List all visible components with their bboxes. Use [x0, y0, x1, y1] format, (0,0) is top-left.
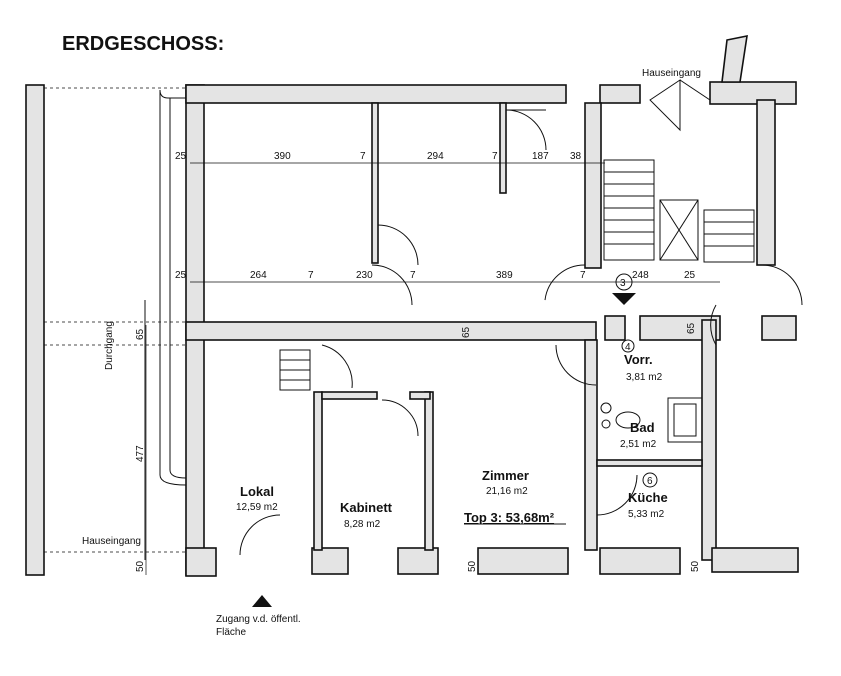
dim-row2-1: 264	[250, 270, 267, 281]
dim-row1-6: 38	[570, 151, 582, 162]
room-vorr-name: Vorr.	[624, 352, 653, 367]
dim-row2-7: 248	[632, 270, 649, 281]
room-zimmer-area: 21,16 m2	[486, 486, 528, 497]
dim-row2-2: 7	[308, 270, 314, 281]
durchgang-lines	[44, 87, 187, 560]
dim-vert-1: 477	[135, 445, 146, 462]
room-kabinett-area: 8,28 m2	[344, 519, 381, 530]
dim-row2-4: 7	[410, 270, 416, 281]
lokal-steps	[279, 349, 311, 391]
dim-row1-2: 7	[360, 151, 366, 162]
room-lokal-name: Lokal	[240, 484, 274, 499]
room-vorr-number-circle	[621, 339, 635, 353]
dim-bottom-50b: 50	[690, 560, 701, 572]
access-arrow-icon	[252, 595, 272, 607]
room-kueche-name: Küche	[628, 490, 668, 505]
room-zimmer-name: Zimmer	[482, 468, 529, 483]
room-vorr-area: 3,81 m2	[626, 372, 663, 383]
marker-number: 3	[620, 278, 626, 289]
bathroom-fixtures	[600, 397, 703, 443]
room-kabinett-name: Kabinett	[340, 500, 393, 515]
dimension-labels: 25 390 7 294 7 187 38 25 264 7 230 7 389…	[135, 151, 701, 572]
dim-vert-0: 65	[135, 328, 146, 340]
doors	[239, 79, 803, 556]
label-zugang-1: Zugang v.d. öffentl.	[216, 614, 301, 625]
dim-bottom-50a: 50	[467, 560, 478, 572]
entrance-arrow-icon	[612, 293, 636, 305]
dim-row2-6: 7	[580, 270, 586, 281]
room-bad-area: 2,51 m2	[620, 439, 657, 450]
dim-row1-3: 294	[427, 151, 444, 162]
label-hauseingang-left: Hauseingang	[82, 536, 141, 547]
dim-row1-4: 7	[492, 151, 498, 162]
dim-row1-5: 187	[532, 151, 549, 162]
dim-row1-0: 25	[175, 151, 187, 162]
dim-row1-1: 390	[274, 151, 291, 162]
dim-row2-3: 230	[356, 270, 373, 281]
room-vorr-number: 4	[625, 342, 631, 353]
label-hauseingang-top: Hauseingang	[642, 68, 701, 79]
room-bad-name: Bad	[630, 420, 655, 435]
walls	[25, 34, 799, 577]
staircase	[603, 159, 755, 263]
dim-row2-0: 25	[175, 270, 187, 281]
top-total: Top 3: 53,68m²	[464, 510, 555, 525]
room-kueche-area: 5,33 m2	[628, 509, 665, 520]
marker-circle	[615, 273, 633, 291]
room-kueche-number: 6	[647, 476, 653, 487]
dim-wall-65b: 65	[686, 322, 697, 334]
label-zugang-2: Fläche	[216, 627, 246, 638]
room-kueche-number-circle	[642, 472, 658, 488]
dim-row2-8: 25	[684, 270, 696, 281]
label-durchgang: Durchgang	[104, 321, 115, 370]
dim-vert-2: 50	[135, 560, 146, 572]
plan-title: ERDGESCHOSS:	[62, 33, 224, 55]
dim-row2-5: 389	[496, 270, 513, 281]
room-lokal-area: 12,59 m2	[236, 502, 278, 513]
dim-wall-65a: 65	[461, 326, 472, 338]
